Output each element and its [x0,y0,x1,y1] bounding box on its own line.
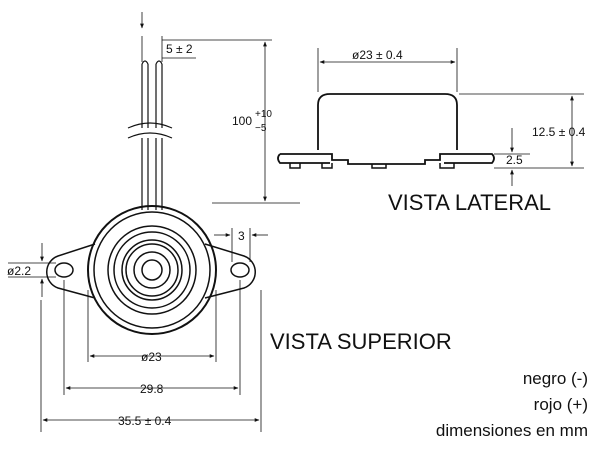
flange-height-label: 2.5 [506,153,523,167]
mounting-flange [46,243,256,299]
dim-hole-spacing: 29.8 [63,280,241,396]
note-black-lead: negro (-) [523,369,588,388]
dim-side-diameter: ø23 ± 0.4 [317,48,458,92]
tab-width-label: 3 [238,229,245,243]
lead-length-value: 100 [232,114,252,128]
side-height-label: 12.5 ± 0.4 [532,125,586,139]
note-red-lead: rojo (+) [534,395,588,414]
dim-lead-length: 100 +10 −5 [162,39,300,204]
side-flange [277,153,495,165]
side-view-title: VISTA LATERAL [388,190,551,215]
dim-flange-height: 2.5 [494,128,530,186]
lead-length-tolerance-minus: −5 [255,123,267,134]
dim-side-height: 12.5 ± 0.4 [459,93,586,169]
mounting-hole-right [230,262,250,278]
buzzer-body [87,205,217,335]
body-diameter-label: ø23 [141,350,162,364]
lead-wires [127,60,173,210]
top-view: 5 ± 2 100 +10 −5 3 ø2.2 ø23 [7,12,300,432]
sound-hole [141,259,163,281]
hole-diameter-label: ø2.2 [7,264,31,278]
side-diameter-label: ø23 ± 0.4 [352,48,403,62]
side-view: ø23 ± 0.4 12.5 ± 0.4 2.5 [277,48,586,186]
overall-width-label: 35.5 ± 0.4 [118,414,172,428]
note-units: dimensiones en mm [436,421,588,440]
dim-overall-width: 35.5 ± 0.4 [40,290,262,432]
lead-length-tolerance-plus: +10 [255,109,272,120]
side-body-outline [317,93,458,150]
dim-tab-width: 3 [214,228,268,262]
top-view-title: VISTA SUPERIOR [270,329,452,354]
lead-spacing-label: 5 ± 2 [166,42,193,56]
hole-spacing-label: 29.8 [140,382,164,396]
dim-lead-spacing: 5 ± 2 [140,12,196,62]
dim-body-diameter: ø23 [87,290,217,364]
dim-hole-diameter: ø2.2 [7,243,56,297]
mounting-hole-left [54,262,74,278]
